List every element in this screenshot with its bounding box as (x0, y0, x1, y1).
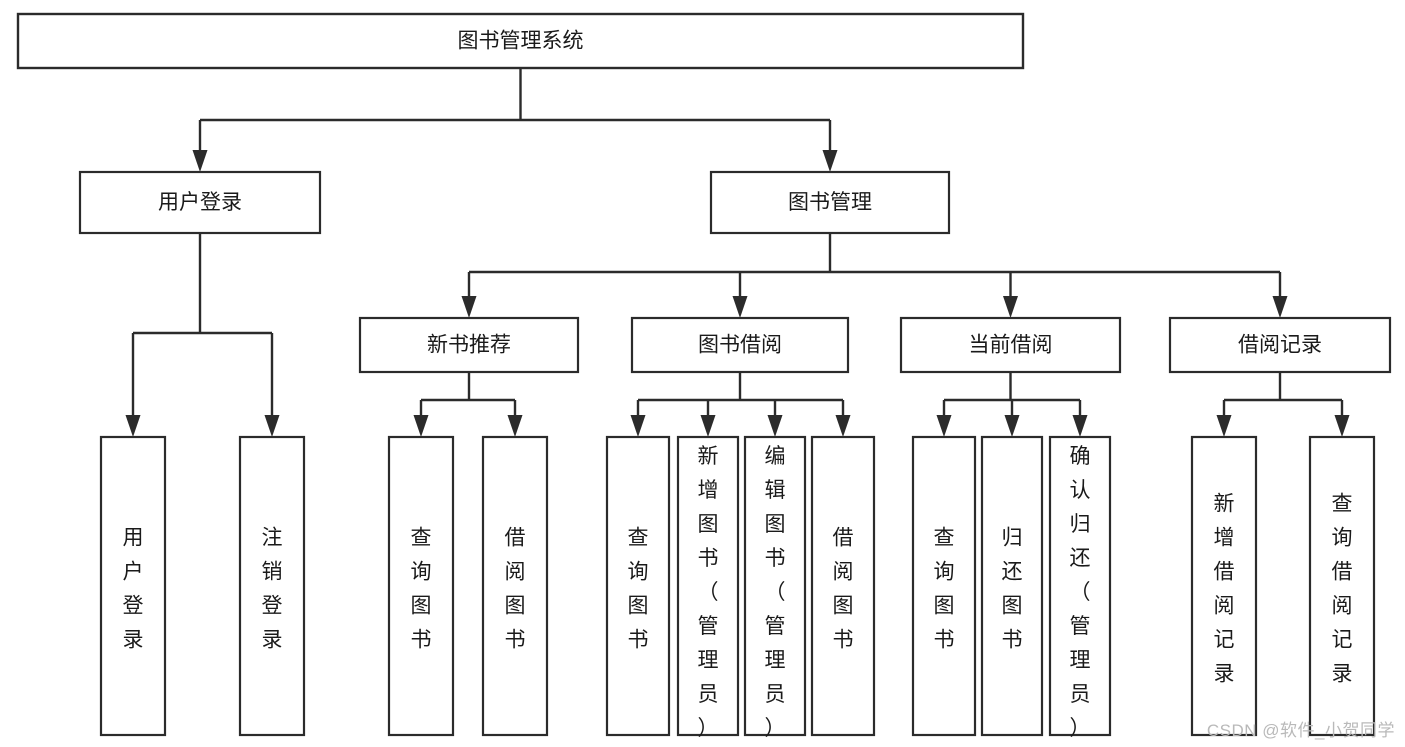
arrow-head-icon (1334, 415, 1350, 437)
node-leaf-add-book-admin[interactable]: 新增图书（管理员） (676, 435, 740, 740)
node-box (387, 435, 455, 737)
node-box (358, 316, 580, 374)
node-leaf-add-borrow-record[interactable]: 新增借阅记录 (1190, 435, 1258, 737)
node-label: 新增图书（管理员） (698, 445, 719, 740)
node-leaf-return-book[interactable]: 归还图书 (980, 435, 1044, 737)
node-box (810, 435, 876, 737)
node-user-login[interactable]: 用户登录 (78, 170, 322, 235)
arrow-head-icon (1003, 296, 1018, 318)
arrow-head-icon (1072, 415, 1088, 437)
arrow-head-icon (1004, 415, 1020, 437)
node-leaf-query-book-borrow[interactable]: 查询图书 (605, 435, 671, 737)
arrow-head-icon (700, 415, 716, 437)
node-box (899, 316, 1122, 374)
node-label: 查询借阅记录 (1332, 493, 1353, 686)
node-leaf-edit-book-admin[interactable]: 编辑图书（管理员） (743, 435, 807, 740)
connector-layer (125, 68, 1350, 437)
arrow-head-icon (413, 415, 429, 437)
csdn-watermark: CSDN @软件_小贺同学 (1206, 721, 1395, 740)
node-box (481, 435, 549, 737)
arrow-head-icon (192, 150, 208, 172)
node-label: 编辑图书（管理员） (765, 445, 786, 740)
connector-edge-root (192, 68, 838, 172)
node-leaf-confirm-return-admin[interactable]: 确认归还（管理员） (1048, 435, 1112, 740)
node-new-book-recommend[interactable]: 新书推荐 (358, 316, 580, 374)
connector-edge-user-login (125, 233, 280, 437)
node-box (605, 435, 671, 737)
arrow-head-icon (936, 415, 952, 437)
node-box (676, 435, 740, 737)
connector-edge-new-book-recommend (413, 372, 523, 437)
node-label: 图书借阅 (698, 334, 782, 357)
arrow-head-icon (125, 415, 141, 437)
node-box (1308, 435, 1376, 737)
node-layer: 图书管理系统用户登录图书管理新书推荐图书借阅当前借阅借阅记录用户登录注销登录查询… (16, 12, 1392, 740)
node-label: 用户登录 (158, 191, 242, 214)
node-root[interactable]: 图书管理系统 (16, 12, 1025, 70)
node-label: 注销登录 (262, 527, 283, 652)
connector-edge-book-borrow (630, 372, 851, 437)
arrow-head-icon (630, 415, 646, 437)
node-current-borrow[interactable]: 当前借阅 (899, 316, 1122, 374)
connector-edge-book-management (461, 233, 1288, 318)
node-box (78, 170, 322, 235)
node-leaf-borrow-book-recommend[interactable]: 借阅图书 (481, 435, 549, 737)
arrow-head-icon (835, 415, 851, 437)
connector-edge-current-borrow (936, 372, 1088, 437)
node-label: 用户登录 (123, 527, 144, 652)
node-leaf-query-borrow-record[interactable]: 查询借阅记录 (1308, 435, 1376, 737)
node-box (1168, 316, 1392, 374)
node-box (709, 170, 951, 235)
node-box (16, 12, 1025, 70)
node-label: 图书管理系统 (458, 30, 584, 53)
node-label: 查询图书 (628, 527, 649, 652)
node-leaf-borrow-book[interactable]: 借阅图书 (810, 435, 876, 737)
node-leaf-query-book-recommend[interactable]: 查询图书 (387, 435, 455, 737)
node-label: 新增借阅记录 (1214, 493, 1235, 686)
node-box (99, 435, 167, 737)
node-label: 查询图书 (411, 527, 432, 652)
node-book-management[interactable]: 图书管理 (709, 170, 951, 235)
arrow-head-icon (767, 415, 783, 437)
node-label: 确认归还（管理员） (1070, 445, 1091, 740)
arrow-head-icon (461, 296, 477, 318)
node-box (238, 435, 306, 737)
node-leaf-logout-login[interactable]: 注销登录 (238, 435, 306, 737)
node-box (980, 435, 1044, 737)
node-box (743, 435, 807, 737)
node-label: 查询图书 (934, 527, 955, 652)
node-book-borrow[interactable]: 图书借阅 (630, 316, 850, 374)
node-box (1048, 435, 1112, 737)
arrow-head-icon (1216, 415, 1232, 437)
connector-edge-borrow-record (1216, 372, 1350, 437)
arrow-head-icon (264, 415, 280, 437)
node-label: 当前借阅 (969, 334, 1053, 357)
node-borrow-record[interactable]: 借阅记录 (1168, 316, 1392, 374)
node-label: 图书管理 (788, 191, 872, 214)
node-box (911, 435, 977, 737)
node-label: 借阅图书 (505, 527, 526, 652)
arrow-head-icon (822, 150, 838, 172)
arrow-head-icon (507, 415, 523, 437)
node-leaf-user-login[interactable]: 用户登录 (99, 435, 167, 737)
node-label: 新书推荐 (427, 334, 511, 357)
arrow-head-icon (732, 296, 748, 318)
arrow-head-icon (1272, 296, 1288, 318)
node-label: 归还图书 (1002, 527, 1023, 652)
node-leaf-query-book-current[interactable]: 查询图书 (911, 435, 977, 737)
node-box (1190, 435, 1258, 737)
node-box (630, 316, 850, 374)
node-label: 借阅记录 (1238, 334, 1322, 357)
node-label: 借阅图书 (833, 527, 854, 652)
